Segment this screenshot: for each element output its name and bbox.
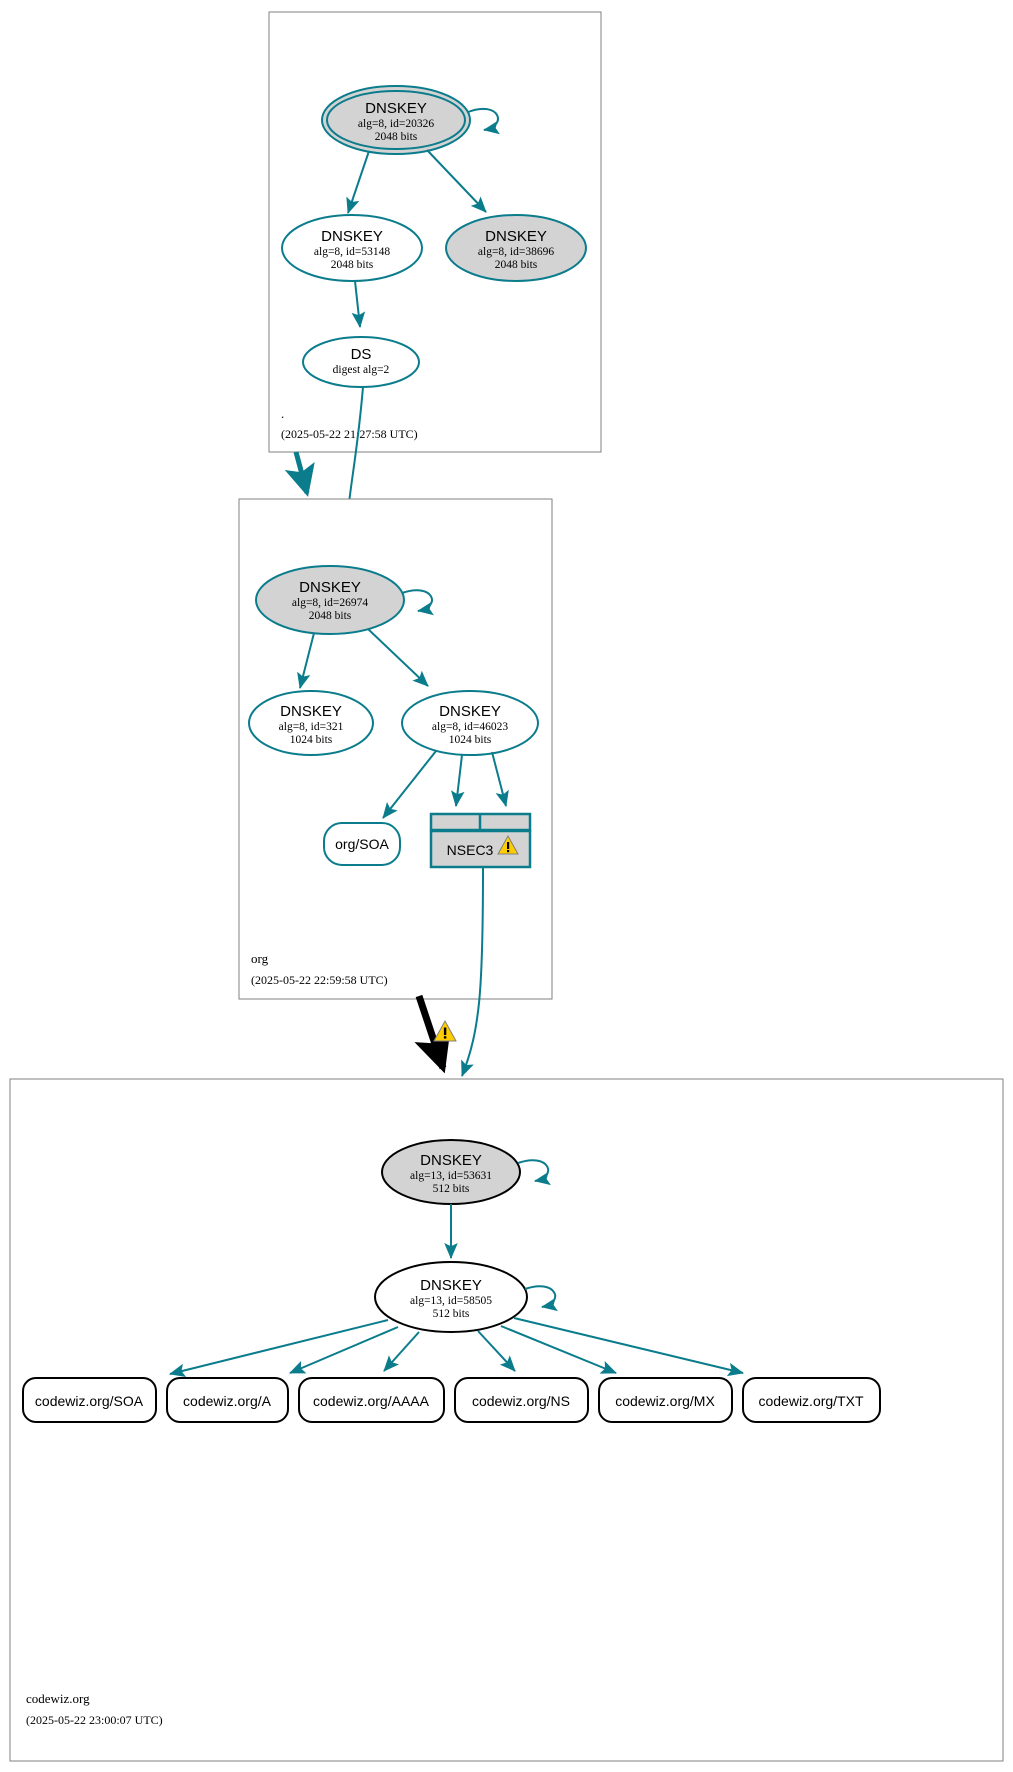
- node-codewiz-zsk[interactable]: DNSKEY alg=13, id=58505 512 bits: [374, 1261, 528, 1333]
- node-org-ksk[interactable]: DNSKEY alg=8, id=26974 2048 bits: [255, 565, 405, 635]
- node-org-ksk-line3: 2048 bits: [309, 610, 352, 622]
- node-root-ksk[interactable]: DNSKEY alg=8, id=20326 2048 bits: [321, 85, 471, 155]
- node-codewiz-ksk-title: DNSKEY: [420, 1152, 482, 1169]
- rrset-codewiz-txt[interactable]: codewiz.org/TXT: [742, 1377, 881, 1423]
- node-org-zsk-46023-line2: alg=8, id=46023: [432, 721, 508, 733]
- node-root-ksk-title: DNSKEY: [365, 100, 427, 117]
- edge-org-zsk-to-soa: [382, 750, 437, 819]
- delegation-root-to-org: [284, 451, 315, 497]
- node-root-ksk-line3: 2048 bits: [375, 131, 418, 143]
- node-org-zsk-321-title: DNSKEY: [280, 703, 342, 720]
- rrset-codewiz-ns[interactable]: codewiz.org/NS: [454, 1377, 589, 1423]
- node-root-zsk-53148[interactable]: DNSKEY alg=8, id=53148 2048 bits: [281, 214, 423, 282]
- node-codewiz-zsk-line2: alg=13, id=58505: [410, 1295, 492, 1307]
- rrset-codewiz-a[interactable]: codewiz.org/A: [166, 1377, 289, 1423]
- rrset-org-nsec3-label: NSEC3: [447, 842, 494, 858]
- rrset-codewiz-txt-label: codewiz.org/TXT: [758, 1393, 863, 1409]
- rrset-codewiz-soa[interactable]: codewiz.org/SOA: [22, 1377, 157, 1423]
- delegation-org-to-codewiz: [414, 994, 451, 1074]
- node-codewiz-zsk-line3: 512 bits: [433, 1308, 470, 1320]
- rrset-org-soa-label: org/SOA: [335, 836, 389, 852]
- zone-label-root: .: [281, 406, 284, 421]
- node-root-zsk-38696-line3: 2048 bits: [495, 259, 538, 271]
- node-root-zsk-53148-line3: 2048 bits: [331, 259, 374, 271]
- rrset-org-soa[interactable]: org/SOA: [323, 822, 401, 866]
- node-root-ds-line2: digest alg=2: [333, 364, 390, 376]
- node-org-zsk-46023-title: DNSKEY: [439, 703, 501, 720]
- edge-codewiz-zsk-to-txt: [513, 1317, 744, 1377]
- node-codewiz-ksk-line3: 512 bits: [433, 1183, 470, 1195]
- node-root-ksk-line2: alg=8, id=20326: [358, 118, 434, 130]
- zone-label-org: org: [251, 951, 269, 966]
- edge-root-ksk-to-zsk53148: [346, 150, 370, 214]
- edge-org-ksk-to-zsk46023: [367, 628, 429, 687]
- self-sign-loop-org-ksk: [401, 589, 434, 616]
- self-sign-loop-codewiz-zsk: [524, 1285, 558, 1312]
- node-org-zsk-321-line3: 1024 bits: [290, 734, 333, 746]
- edge-org-zsk-to-nsec3-a: [450, 754, 465, 807]
- node-root-zsk-38696[interactable]: DNSKEY alg=8, id=38696 2048 bits: [445, 214, 587, 282]
- rrset-codewiz-mx-label: codewiz.org/MX: [615, 1393, 715, 1409]
- node-root-zsk-38696-line2: alg=8, id=38696: [478, 246, 554, 258]
- rrset-codewiz-mx[interactable]: codewiz.org/MX: [598, 1377, 733, 1423]
- node-org-zsk-321[interactable]: DNSKEY alg=8, id=321 1024 bits: [248, 690, 374, 756]
- rrset-codewiz-aaaa-label: codewiz.org/AAAA: [313, 1393, 430, 1409]
- rrset-codewiz-a-label: codewiz.org/A: [183, 1393, 272, 1409]
- edge-root-ksk-to-zsk38696: [426, 149, 487, 213]
- node-org-zsk-46023[interactable]: DNSKEY alg=8, id=46023 1024 bits: [401, 690, 539, 756]
- node-codewiz-zsk-title: DNSKEY: [420, 1277, 482, 1294]
- zone-timestamp-codewiz: (2025-05-22 23:00:07 UTC): [26, 1713, 163, 1727]
- node-org-ksk-line2: alg=8, id=26974: [292, 597, 368, 609]
- zone-label-codewiz: codewiz.org: [26, 1691, 90, 1706]
- edge-org-nsec3-to-codewiz: [461, 866, 484, 1077]
- zone-timestamp-root: (2025-05-22 21:27:58 UTC): [281, 427, 418, 441]
- rrset-org-nsec3[interactable]: NSEC3: [429, 812, 532, 869]
- node-org-zsk-46023-line3: 1024 bits: [449, 734, 492, 746]
- rrset-codewiz-soa-label: codewiz.org/SOA: [35, 1393, 144, 1409]
- zone-timestamp-org: (2025-05-22 22:59:58 UTC): [251, 973, 388, 987]
- node-root-zsk-53148-line2: alg=8, id=53148: [314, 246, 390, 258]
- node-root-ds[interactable]: DS digest alg=2: [302, 336, 420, 388]
- self-sign-loop-root-ksk: [467, 107, 500, 135]
- edge-codewiz-zsk-to-mx: [500, 1325, 617, 1374]
- edge-org-zsk-to-nsec3-b: [491, 751, 509, 807]
- node-root-ds-title: DS: [351, 346, 372, 363]
- self-sign-loop-codewiz-ksk: [517, 1159, 551, 1186]
- delegation-warning-icon: [433, 1019, 457, 1042]
- edge-codewiz-zsk-to-a: [289, 1326, 399, 1374]
- node-org-ksk-title: DNSKEY: [299, 579, 361, 596]
- node-root-zsk-38696-title: DNSKEY: [485, 228, 547, 245]
- node-codewiz-ksk-line2: alg=13, id=53631: [410, 1170, 492, 1182]
- node-org-zsk-321-line2: alg=8, id=321: [279, 721, 344, 733]
- edge-codewiz-zsk-to-aaaa: [383, 1331, 420, 1372]
- edge-codewiz-zsk-to-soa: [169, 1319, 389, 1377]
- rrset-codewiz-aaaa[interactable]: codewiz.org/AAAA: [298, 1377, 445, 1423]
- edge-codewiz-zsk-to-ns: [477, 1330, 516, 1372]
- node-codewiz-ksk[interactable]: DNSKEY alg=13, id=53631 512 bits: [381, 1139, 521, 1205]
- warning-icon: [497, 834, 519, 855]
- node-root-zsk-53148-title: DNSKEY: [321, 228, 383, 245]
- rrset-codewiz-ns-label: codewiz.org/NS: [472, 1393, 570, 1409]
- edge-root-zsk-to-ds: [351, 280, 366, 328]
- edge-org-ksk-to-zsk321: [297, 632, 315, 689]
